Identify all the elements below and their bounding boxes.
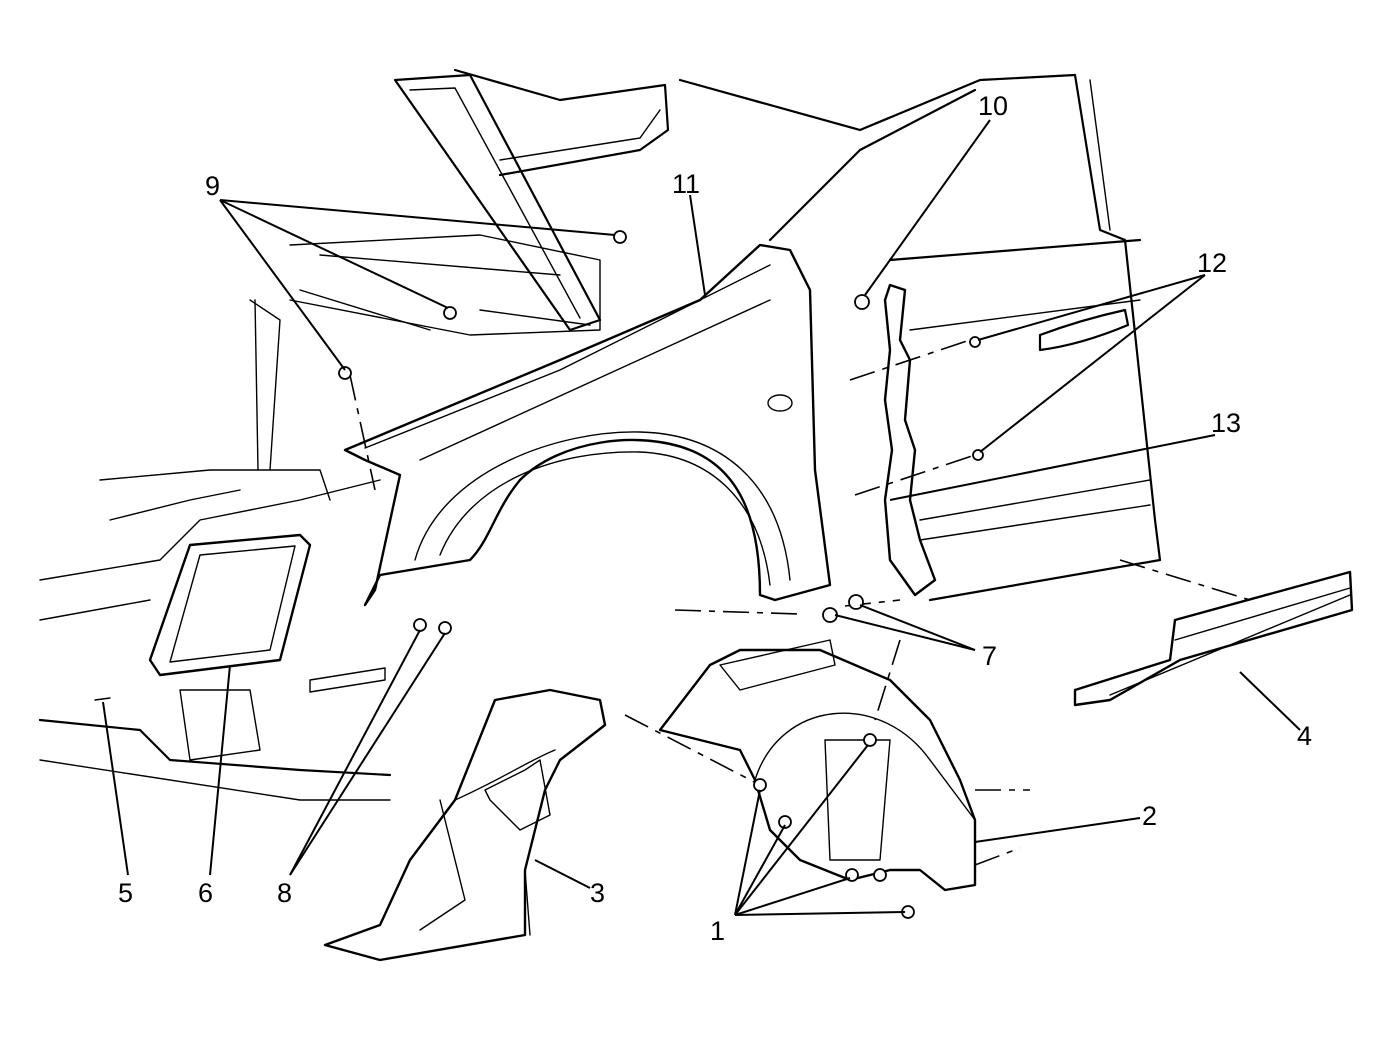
nut-7b xyxy=(848,594,864,610)
callout-7: 7 xyxy=(982,641,997,671)
nut-10 xyxy=(854,294,870,310)
rocker-panel-molding xyxy=(1073,570,1354,707)
headlamp-assembly xyxy=(148,533,312,677)
cowl-wiper-area xyxy=(289,234,601,336)
callout-4: 4 xyxy=(1297,721,1312,751)
push-pin-9b xyxy=(443,306,457,320)
push-pin-9c xyxy=(613,230,627,244)
hood-open xyxy=(393,68,670,332)
body-side-door xyxy=(678,73,1162,602)
callout-11: 11 xyxy=(672,169,700,199)
callout-13: 13 xyxy=(1211,408,1241,438)
bolt-12a xyxy=(969,336,981,348)
front-fender xyxy=(343,243,832,607)
screw-1e xyxy=(873,868,887,882)
callout-6: 6 xyxy=(198,878,213,908)
bolt-8b xyxy=(438,621,452,635)
callout-3: 3 xyxy=(590,878,605,908)
wheelhouse-liner-rear xyxy=(658,639,977,892)
screw-1a xyxy=(753,778,767,792)
fender-rear-bracket xyxy=(883,283,937,597)
callout-10: 10 xyxy=(978,91,1008,121)
fasteners xyxy=(94,230,984,919)
bolt-8a xyxy=(413,618,427,632)
callout-9: 9 xyxy=(205,171,220,201)
screw-1c xyxy=(863,733,877,747)
callout-8: 8 xyxy=(277,878,292,908)
callout-2: 2 xyxy=(1142,801,1157,831)
leader-lines xyxy=(102,119,1301,916)
clip-5 xyxy=(94,697,111,701)
callout-1: 1 xyxy=(710,916,725,946)
screw-1b xyxy=(778,815,792,829)
wheelhouse-liner-front xyxy=(323,688,607,962)
callout-labels: 9 10 11 12 13 7 4 2 3 1 8 6 5 xyxy=(118,91,1312,946)
push-pin-9a xyxy=(338,366,352,380)
callout-12: 12 xyxy=(1197,248,1227,278)
nut-7a xyxy=(822,607,838,623)
callout-5: 5 xyxy=(118,878,133,908)
